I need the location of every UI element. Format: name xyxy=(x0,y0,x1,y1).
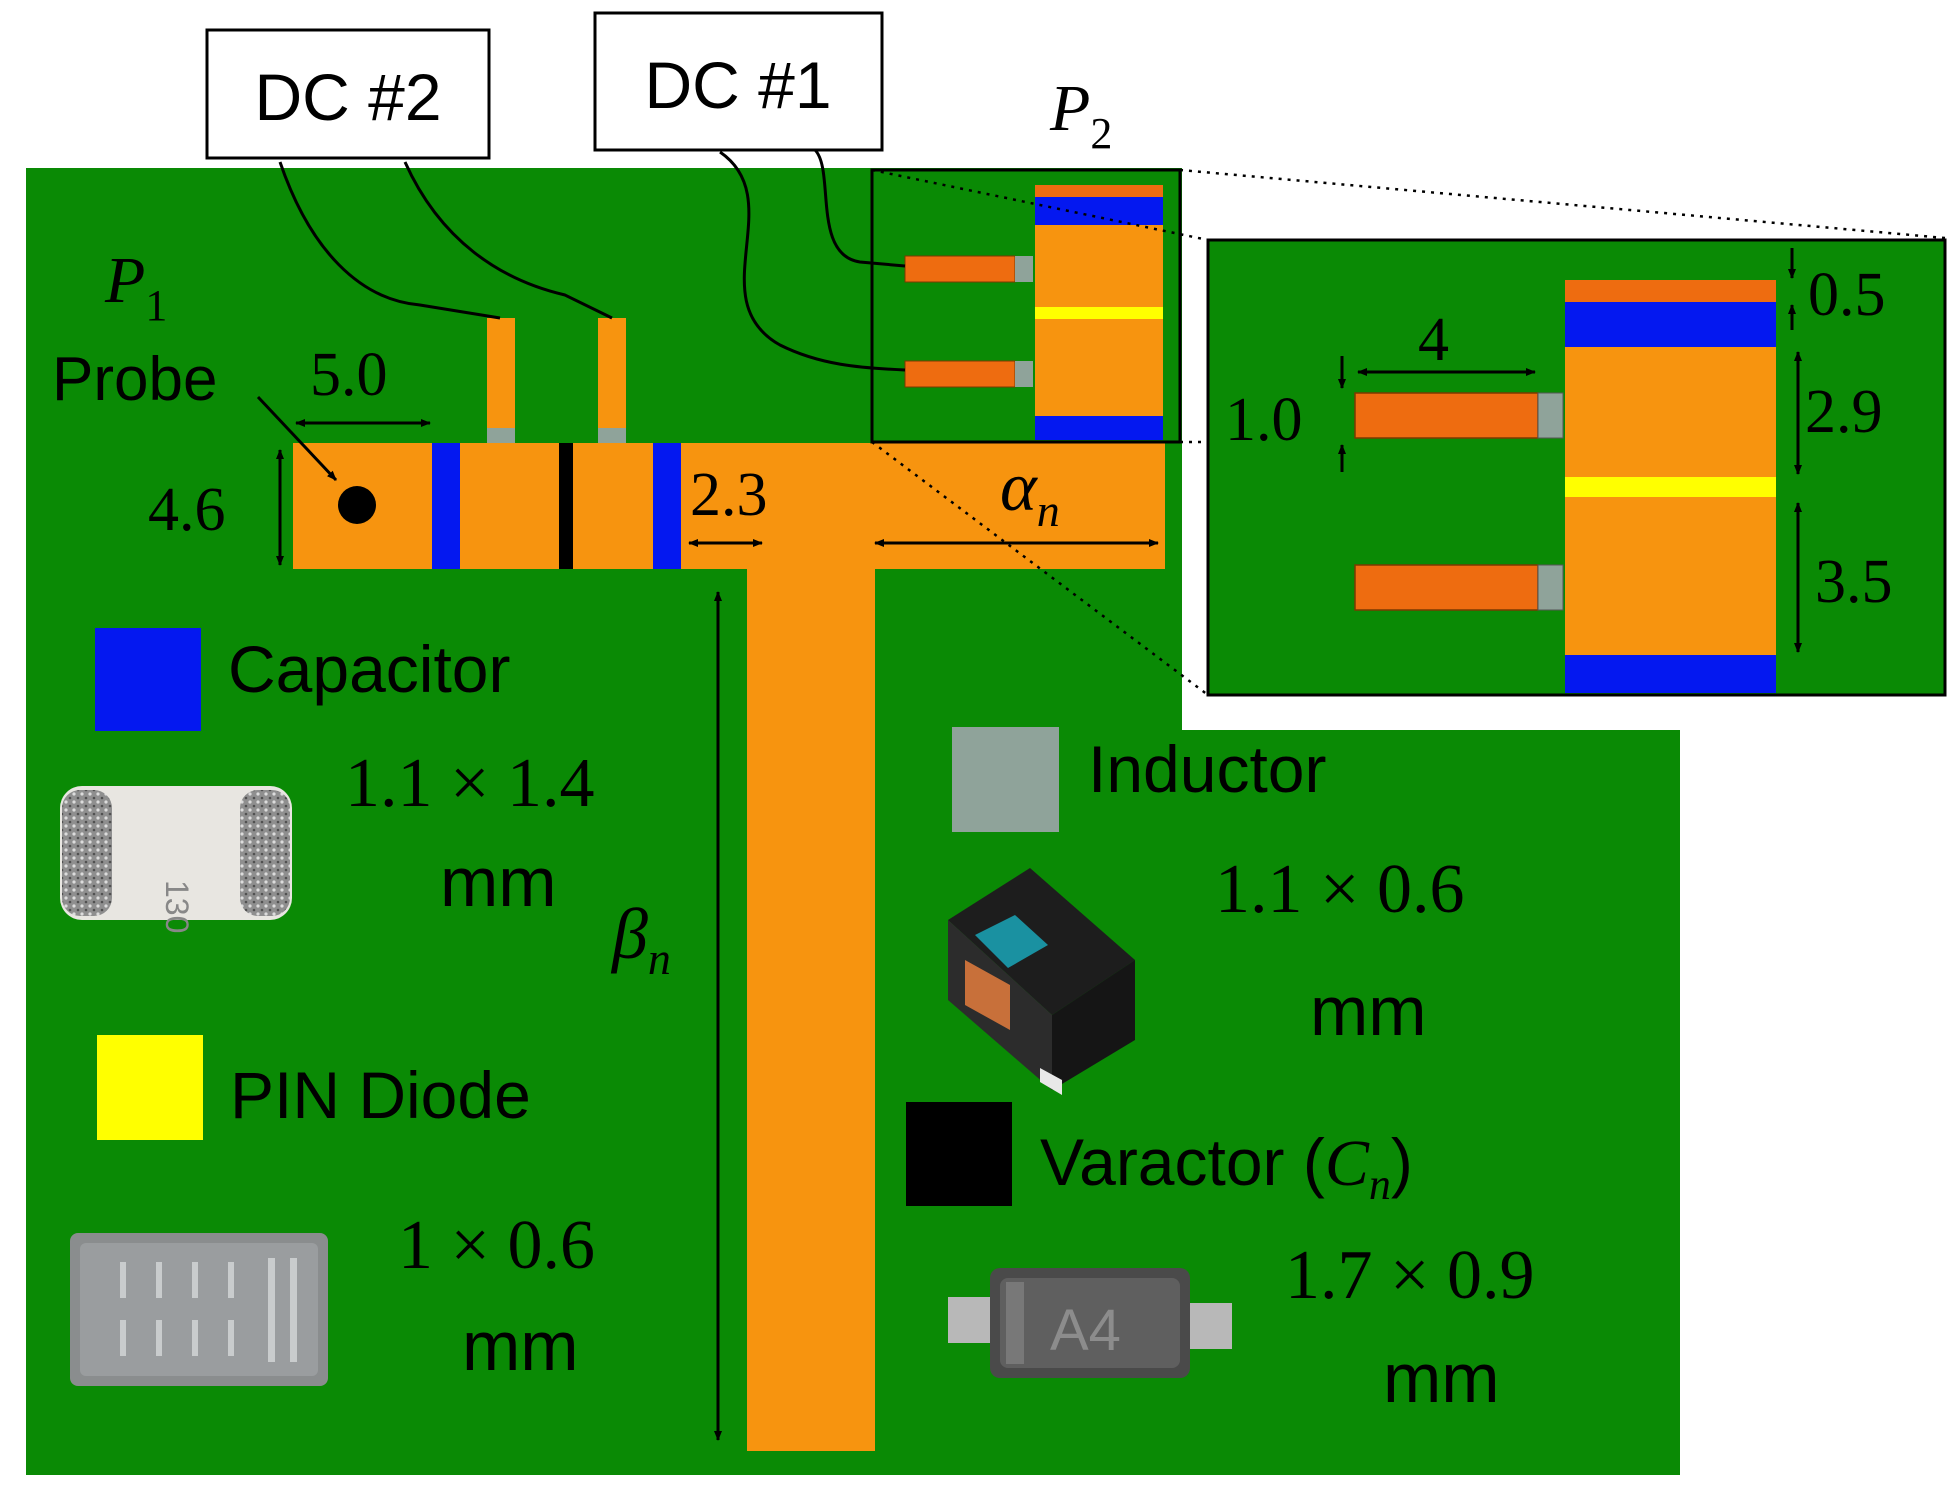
pin-diode-size-line2: mm xyxy=(462,1307,579,1385)
p2-region-box xyxy=(870,168,1182,444)
inset-pad-upper xyxy=(1354,392,1539,439)
dc1-wire-lower xyxy=(719,150,906,372)
varactor-photo: A4 xyxy=(948,1268,1232,1378)
dc2-label: DC #2 xyxy=(254,60,441,134)
inductor-photo xyxy=(948,868,1135,1095)
dc2-bias-stub-right xyxy=(598,318,626,428)
inset-top-cap xyxy=(1565,302,1776,347)
capacitor-photo: 130 xyxy=(60,786,292,933)
dc2-box xyxy=(205,28,491,160)
p2-small-pad-upper xyxy=(904,255,1016,283)
capacitor-right xyxy=(653,443,681,569)
dc2-bias-inductor-left xyxy=(487,428,515,443)
dc1-wire-upper xyxy=(813,148,906,268)
inset-diode xyxy=(1565,477,1776,497)
dc2-bias-inductor-right xyxy=(598,428,626,443)
p1-label: P1 xyxy=(104,244,167,330)
inset-ind-upper xyxy=(1537,392,1564,439)
dc1-box xyxy=(593,11,884,152)
capacitor-photo-marking: 130 xyxy=(159,880,195,933)
zoom-line-left-top xyxy=(871,168,1209,242)
p2-small-ind-lower xyxy=(1015,361,1033,387)
inset-pad-lower xyxy=(1354,564,1539,611)
p2-small-bottom-cap xyxy=(1035,416,1163,440)
inductor-swatch xyxy=(952,727,1059,832)
varactor-swatch xyxy=(906,1102,1012,1206)
p2-small-top-cap xyxy=(1035,197,1163,225)
pin-diode-photo xyxy=(70,1233,328,1386)
p2-small-lower-block xyxy=(1035,319,1163,416)
p2-small-diode xyxy=(1035,307,1163,319)
label-5-0: 5.0 xyxy=(310,341,388,409)
inset-label-3-5: 3.5 xyxy=(1815,548,1893,616)
stub-line xyxy=(747,569,875,1451)
label-alpha: αn xyxy=(1000,449,1060,536)
inset-label-0-5: 0.5 xyxy=(1808,261,1886,329)
dc2-bias-stub-left xyxy=(487,318,515,428)
label-4-6: 4.6 xyxy=(148,476,226,544)
capacitor-size-line2: mm xyxy=(440,843,557,921)
varactor-size-line2: mm xyxy=(1383,1339,1500,1417)
probe-arrow xyxy=(256,395,338,482)
varactor-photo-marking: A4 xyxy=(1050,1298,1121,1363)
varactor-size-line1: 1.7 × 0.9 xyxy=(1285,1237,1534,1314)
inset-label-1-0: 1.0 xyxy=(1225,386,1303,454)
p2-small-pad-lower xyxy=(904,360,1016,388)
pin-diode-swatch xyxy=(97,1035,203,1140)
varactor-marker xyxy=(559,443,573,569)
capacitor-left xyxy=(432,443,460,569)
inset-label-2-9: 2.9 xyxy=(1805,378,1883,446)
dc2-wire-left xyxy=(278,161,501,320)
p2-small-ind-upper xyxy=(1015,256,1033,282)
capacitor-size-line1: 1.1 × 1.4 xyxy=(345,745,594,822)
inductor-size-line2: mm xyxy=(1310,972,1427,1050)
inductor-size-line1: 1.1 × 0.6 xyxy=(1215,851,1464,928)
pin-diode-size-line1: 1 × 0.6 xyxy=(398,1207,595,1284)
dc2-wire-right xyxy=(403,161,613,320)
inset-bottom-cap xyxy=(1565,655,1776,693)
capacitor-legend-label: Capacitor xyxy=(228,632,510,706)
label-2-3: 2.3 xyxy=(690,461,768,529)
p2-small-top-strip xyxy=(1035,185,1163,197)
probe-dot xyxy=(338,486,376,524)
zoom-line-top xyxy=(1179,168,1946,240)
inset-upper-block xyxy=(1565,347,1776,477)
inset-ind-lower xyxy=(1537,564,1564,611)
inset-top-strip xyxy=(1565,280,1776,302)
dc1-label: DC #1 xyxy=(644,48,831,122)
inset-lower-block xyxy=(1565,497,1776,655)
varactor-legend-label: Varactor (Cn) xyxy=(1040,1125,1413,1209)
p2-label: P2 xyxy=(1049,72,1112,158)
inset-label-4: 4 xyxy=(1418,306,1449,374)
p2-small-upper-block xyxy=(1035,225,1163,307)
capacitor-swatch xyxy=(95,628,201,731)
inductor-legend-label: Inductor xyxy=(1088,732,1326,806)
probe-label: Probe xyxy=(52,345,217,414)
label-beta: βn xyxy=(610,894,671,984)
pin-diode-legend-label: PIN Diode xyxy=(230,1058,531,1132)
